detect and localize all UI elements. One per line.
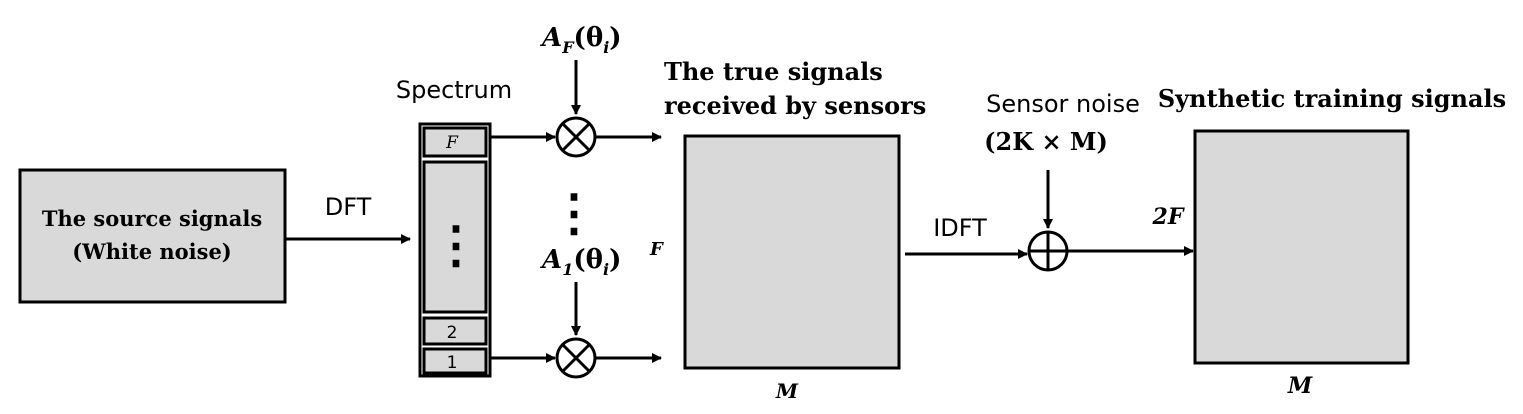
spectrum-cell-top bbox=[422, 126, 488, 158]
synthetic-signals-block: Synthetic training signals 2F M bbox=[1152, 84, 1507, 399]
steering-bottom-label: A1(θi) bbox=[539, 245, 621, 279]
true-signals-title-line2: received by sensors bbox=[664, 91, 926, 120]
adder-icon bbox=[1027, 230, 1069, 272]
spectrum-cell-1 bbox=[422, 347, 488, 375]
spectrum-cell-2-label: 2 bbox=[447, 323, 458, 343]
sensor-noise-dims: (2K × M) bbox=[984, 127, 1108, 156]
source-signals-block: The source signals (White noise) bbox=[18, 168, 287, 304]
synthetic-signals-title: Synthetic training signals bbox=[1158, 84, 1506, 113]
sensor-noise-title: Sensor noise bbox=[986, 90, 1140, 118]
true-signals-title-line1: The true signals bbox=[664, 57, 883, 86]
synthetic-signals-rows-label: 2F bbox=[1152, 204, 1185, 230]
multiplier-top-icon bbox=[555, 116, 597, 158]
source-signals-sublabel: (White noise) bbox=[72, 239, 232, 264]
spectrum-cell-2 bbox=[422, 316, 488, 346]
multiplier-bottom-icon bbox=[555, 337, 597, 379]
spectrum-dots: ⋮ bbox=[431, 215, 481, 274]
spectrum-cell-middle bbox=[422, 160, 488, 314]
steering-top-label: AF(θi) bbox=[539, 23, 622, 57]
true-signals-block: The true signals received by sensors F M bbox=[649, 57, 926, 403]
source-signals-label: The source signals bbox=[42, 206, 262, 231]
true-signals-matrix bbox=[683, 134, 901, 370]
idft-label: IDFT bbox=[933, 214, 987, 242]
true-signals-cols-label: M bbox=[775, 379, 799, 403]
synthetic-signals-matrix bbox=[1193, 129, 1410, 365]
spectrum-cell-top-label: F bbox=[445, 133, 459, 153]
dft-label: DFT bbox=[325, 193, 372, 221]
synthetic-signals-cols-label: M bbox=[1287, 373, 1313, 399]
true-signals-rows-label: F bbox=[649, 239, 664, 260]
source-signals-box bbox=[18, 168, 287, 304]
sensor-noise-block: Sensor noise (2K × M) bbox=[984, 90, 1140, 229]
spectrum-block: Spectrum F ⋮ 2 1 bbox=[396, 76, 512, 378]
spectrum-cell-1-label: 1 bbox=[447, 353, 458, 373]
middle-dots: ⋮ bbox=[549, 183, 599, 242]
spectrum-title: Spectrum bbox=[396, 76, 512, 104]
